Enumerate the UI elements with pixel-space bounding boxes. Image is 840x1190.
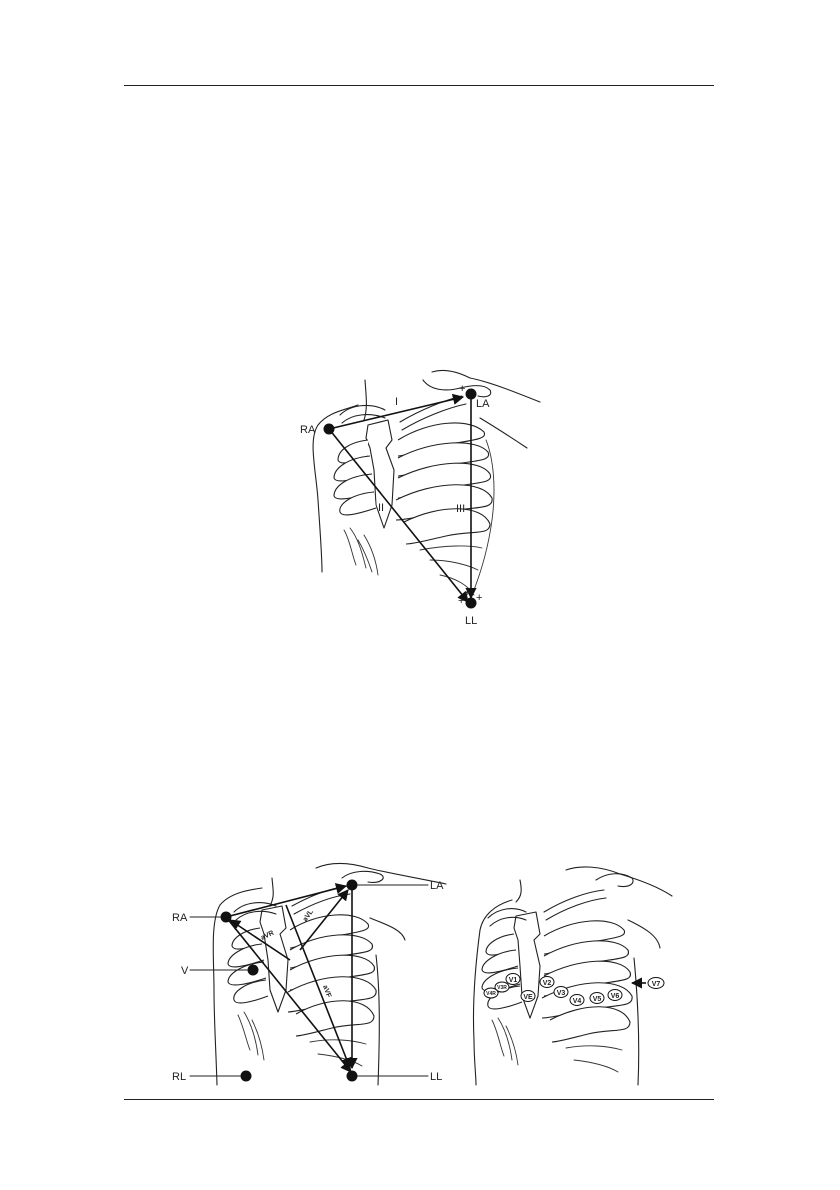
ra-electrode: [324, 424, 335, 435]
v4-label: V4: [573, 998, 582, 1005]
ve-label: VE: [523, 994, 533, 1001]
chest-electrode-positions-diagram: V1 V2 V3 V4 V5 V6 V7 V3R: [473, 867, 672, 1085]
v5-position: V5: [590, 993, 604, 1004]
ra-label: RA: [300, 424, 316, 436]
v2-label: V2: [543, 980, 552, 987]
avr-label: aVR: [260, 930, 275, 942]
v3-label: V3: [557, 990, 566, 997]
v4-position: V4: [570, 995, 584, 1006]
plus-sign-la: +: [459, 383, 465, 395]
ll-electrode-5lead: [347, 1071, 358, 1082]
v6-position: V6: [608, 990, 622, 1001]
rl-label: RL: [172, 1071, 186, 1083]
ll-electrode: [466, 598, 477, 609]
lead-i-label: I: [395, 396, 398, 408]
v1-label: V1: [509, 977, 518, 984]
v1-position: V1: [506, 974, 520, 985]
v6-label: V6: [611, 993, 620, 1000]
la-label: LA: [476, 398, 490, 410]
ll-label-5lead: LL: [430, 1071, 442, 1083]
ra-label-5lead: RA: [172, 912, 188, 924]
v-label: V: [181, 965, 189, 977]
v4r-label: V4R: [486, 991, 496, 997]
rl-electrode: [241, 1071, 252, 1082]
v2-position: V2: [540, 977, 554, 988]
lead-iii-label: III: [456, 503, 465, 515]
v-electrode: [248, 965, 259, 976]
v7-label: V7: [652, 981, 661, 988]
plus-sign-ll-3: +: [464, 587, 470, 599]
ll-label: LL: [465, 615, 477, 627]
ra-electrode-5lead: [221, 912, 232, 923]
la-electrode: [466, 389, 477, 400]
five-lead-diagram: RA LA V RL LL aVR aVL aVF: [172, 864, 446, 1086]
v4r-position: V4R: [484, 988, 498, 998]
v3-position: V3: [554, 987, 568, 998]
lead-ii-label: II: [378, 502, 384, 514]
v3r-label: V3R: [497, 985, 507, 991]
ve-position: VE: [521, 991, 535, 1002]
three-lead-diagram: RA LA LL I II III + + + +: [300, 370, 540, 627]
v7-position: V7: [648, 978, 664, 989]
plus-sign-ll-2: +: [476, 592, 482, 604]
la-electrode-5lead: [347, 880, 358, 891]
la-label-5lead: LA: [430, 880, 444, 892]
v5-label: V5: [593, 996, 602, 1003]
